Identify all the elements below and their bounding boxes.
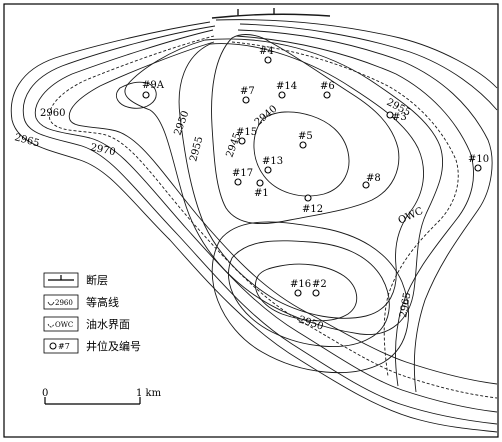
well-w13[interactable]: #13 bbox=[262, 156, 283, 174]
contour-2940 bbox=[253, 111, 350, 197]
contour-label: 2965 bbox=[398, 292, 413, 319]
svg-text:#16: #16 bbox=[290, 279, 311, 290]
legend-well-label: 井位及编号 bbox=[86, 339, 141, 353]
well-w12[interactable]: #12 bbox=[302, 194, 323, 215]
contour-south-outer bbox=[211, 221, 409, 374]
contour-2955 bbox=[124, 38, 444, 335]
legend-owc-sample: OWC bbox=[55, 321, 73, 329]
legend-owc-swatch bbox=[43, 316, 79, 332]
svg-text:#12: #12 bbox=[302, 204, 323, 215]
legend-well-sample: #7 bbox=[58, 342, 70, 351]
map-frame bbox=[3, 3, 499, 438]
well-w16[interactable]: #16 bbox=[290, 279, 311, 297]
legend-owc-label: 油水界面 bbox=[86, 317, 130, 331]
contour-2965-east bbox=[235, 35, 474, 387]
svg-text:#7: #7 bbox=[240, 86, 255, 97]
legend-contour-sample: 2960 bbox=[55, 299, 73, 307]
well-w14[interactable]: #14 bbox=[276, 81, 297, 99]
well-w1[interactable]: #1 bbox=[254, 179, 269, 199]
legend-contour-label: 等高线 bbox=[86, 295, 119, 309]
well-w9a[interactable]: #9A bbox=[142, 80, 165, 99]
contour-label: 2950 bbox=[297, 314, 325, 332]
legend-fault-label: 断层 bbox=[86, 273, 108, 287]
contour-2965-west bbox=[34, 29, 498, 413]
scale-bar: 0 1 km bbox=[42, 388, 162, 405]
contour-outer bbox=[10, 21, 498, 433]
contour-label: 2940 bbox=[253, 104, 280, 129]
svg-text:#5: #5 bbox=[298, 131, 313, 142]
well-w3[interactable]: #3 bbox=[386, 111, 407, 123]
contour-east-1 bbox=[239, 23, 498, 111]
well-w2[interactable]: #2 bbox=[312, 279, 327, 297]
svg-text:#14: #14 bbox=[276, 81, 297, 92]
well-w8[interactable]: #8 bbox=[362, 173, 381, 189]
contour-2960 bbox=[22, 25, 498, 425]
svg-text:#4: #4 bbox=[259, 46, 274, 57]
svg-text:#1: #1 bbox=[254, 188, 269, 199]
svg-text:#10: #10 bbox=[468, 154, 489, 165]
contour-label: 2970 bbox=[89, 142, 116, 158]
svg-text:#6: #6 bbox=[320, 81, 335, 92]
contour-south-inner bbox=[255, 263, 358, 322]
contour-label: 2955 bbox=[188, 135, 205, 162]
contour-east-2 bbox=[237, 29, 493, 393]
svg-text:#13: #13 bbox=[262, 156, 283, 167]
contour-outer-2 bbox=[215, 19, 498, 89]
well-w7[interactable]: #7 bbox=[240, 86, 255, 104]
contour-west-lobe bbox=[116, 81, 157, 109]
well-w10[interactable]: #10 bbox=[468, 154, 489, 172]
well-w6[interactable]: #6 bbox=[320, 81, 335, 99]
well-w4[interactable]: #4 bbox=[259, 46, 274, 64]
svg-text:#9A: #9A bbox=[142, 80, 165, 91]
scale-end-label: 1 km bbox=[136, 388, 162, 399]
oil-water-contact bbox=[48, 35, 498, 399]
fault-line bbox=[211, 8, 331, 19]
legend: 断层 2960 等高线 OWC 油水界面 #7 井位及编号 bbox=[43, 272, 141, 354]
svg-text:#8: #8 bbox=[366, 173, 381, 184]
well-w15[interactable]: #15 bbox=[236, 127, 257, 145]
contour-south-mid bbox=[228, 240, 390, 347]
legend-well-swatch bbox=[43, 338, 79, 354]
well-w17[interactable]: #17 bbox=[232, 168, 253, 186]
legend-contour-swatch bbox=[43, 294, 79, 310]
svg-text:#15: #15 bbox=[236, 127, 257, 138]
contour-label: 2960 bbox=[40, 108, 65, 119]
contour-label: 2950 bbox=[172, 109, 191, 137]
scale-start-label: 0 bbox=[42, 388, 48, 399]
contour-2950 bbox=[178, 43, 424, 319]
oil-water-contact-east bbox=[231, 41, 459, 377]
svg-text:#2: #2 bbox=[312, 279, 327, 290]
contour-label: 2965 bbox=[13, 132, 40, 149]
wells: #4 #9A #7 #14 #6 #3 #15 #5 #13 #17 #1 #1… bbox=[142, 46, 489, 297]
contour-2970 bbox=[68, 41, 498, 385]
svg-text:#3: #3 bbox=[392, 112, 407, 123]
contour-2945 bbox=[211, 34, 400, 225]
svg-text:#17: #17 bbox=[232, 168, 253, 179]
owc-label: OWC bbox=[397, 206, 426, 227]
well-w5[interactable]: #5 bbox=[298, 131, 313, 149]
